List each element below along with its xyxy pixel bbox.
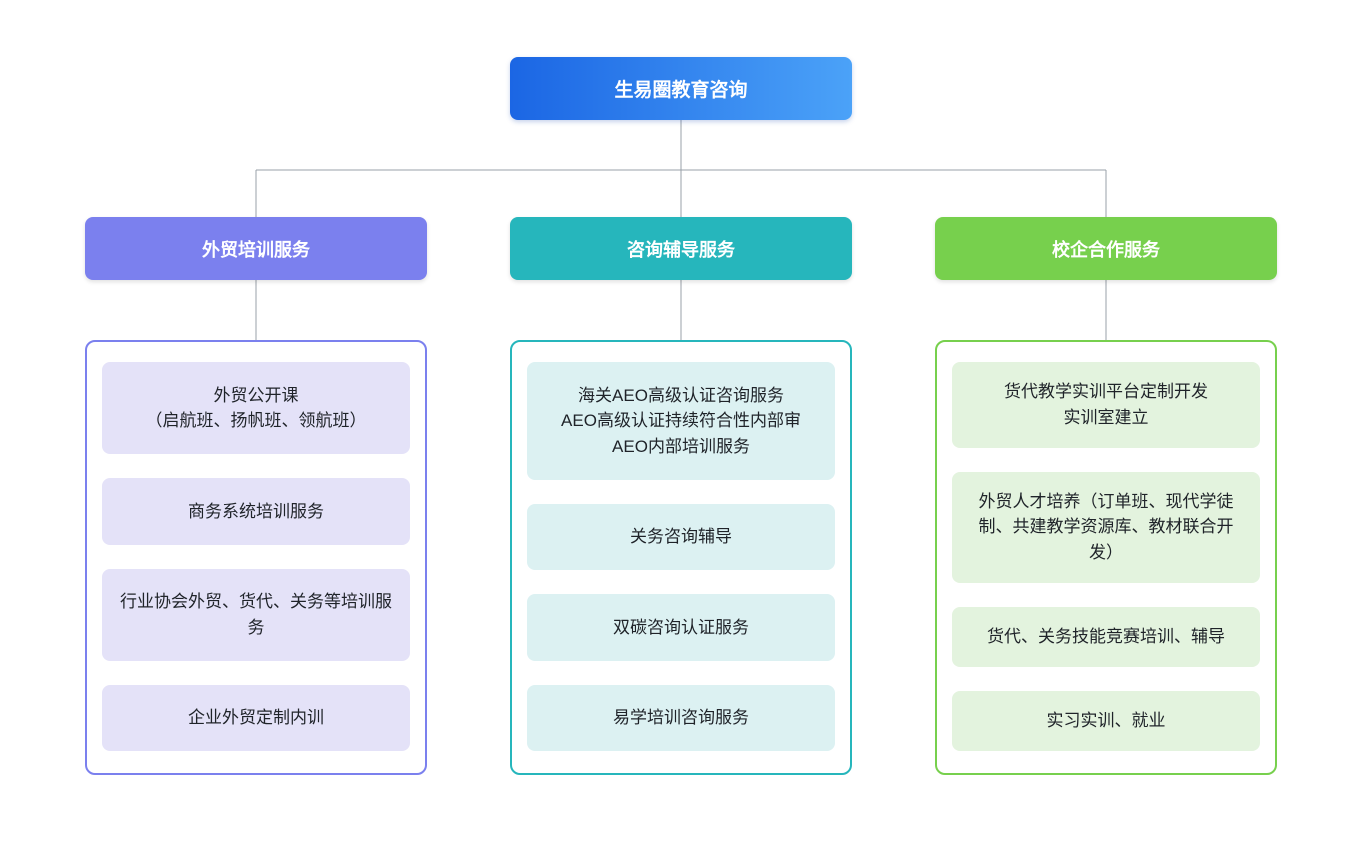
branch-consulting-coaching: 咨询辅导服务 xyxy=(510,217,852,280)
branch-label: 校企合作服务 xyxy=(1052,239,1160,260)
root-node-label: 生易圈教育咨询 xyxy=(614,80,748,101)
group-school-enterprise: 货代教学实训平台定制开发 实训室建立 外贸人才培养（订单班、现代学徒制、共建教学… xyxy=(935,340,1277,775)
leaf-node: 双碳咨询认证服务 xyxy=(527,594,835,661)
branch-trade-training: 外贸培训服务 xyxy=(85,217,427,280)
group-consulting-coaching: 海关AEO高级认证咨询服务 AEO高级认证持续符合性内部审 AEO内部培训服务 … xyxy=(510,340,852,775)
branch-label: 咨询辅导服务 xyxy=(627,239,735,260)
group-trade-training: 外贸公开课 （启航班、扬帆班、领航班） 商务系统培训服务 行业协会外贸、货代、关… xyxy=(85,340,427,775)
leaf-node: 货代、关务技能竞赛培训、辅导 xyxy=(952,606,1260,667)
leaf-node: 外贸公开课 （启航班、扬帆班、领航班） xyxy=(102,362,410,454)
root-node: 生易圈教育咨询 xyxy=(510,57,852,120)
leaf-node: 商务系统培训服务 xyxy=(102,478,410,545)
leaf-node: 实习实训、就业 xyxy=(952,690,1260,751)
branch-school-enterprise: 校企合作服务 xyxy=(935,217,1277,280)
leaf-node: 外贸人才培养（订单班、现代学徒制、共建教学资源库、教材联合开发） xyxy=(952,471,1260,583)
leaf-node: 海关AEO高级认证咨询服务 AEO高级认证持续符合性内部审 AEO内部培训服务 xyxy=(527,362,835,480)
leaf-node: 行业协会外贸、货代、关务等培训服务 xyxy=(102,568,410,661)
leaf-node: 企业外贸定制内训 xyxy=(102,684,410,751)
branch-label: 外贸培训服务 xyxy=(202,239,310,260)
leaf-node: 货代教学实训平台定制开发 实训室建立 xyxy=(952,362,1260,448)
leaf-node: 关务咨询辅导 xyxy=(527,503,835,570)
leaf-node: 易学培训咨询服务 xyxy=(527,684,835,751)
